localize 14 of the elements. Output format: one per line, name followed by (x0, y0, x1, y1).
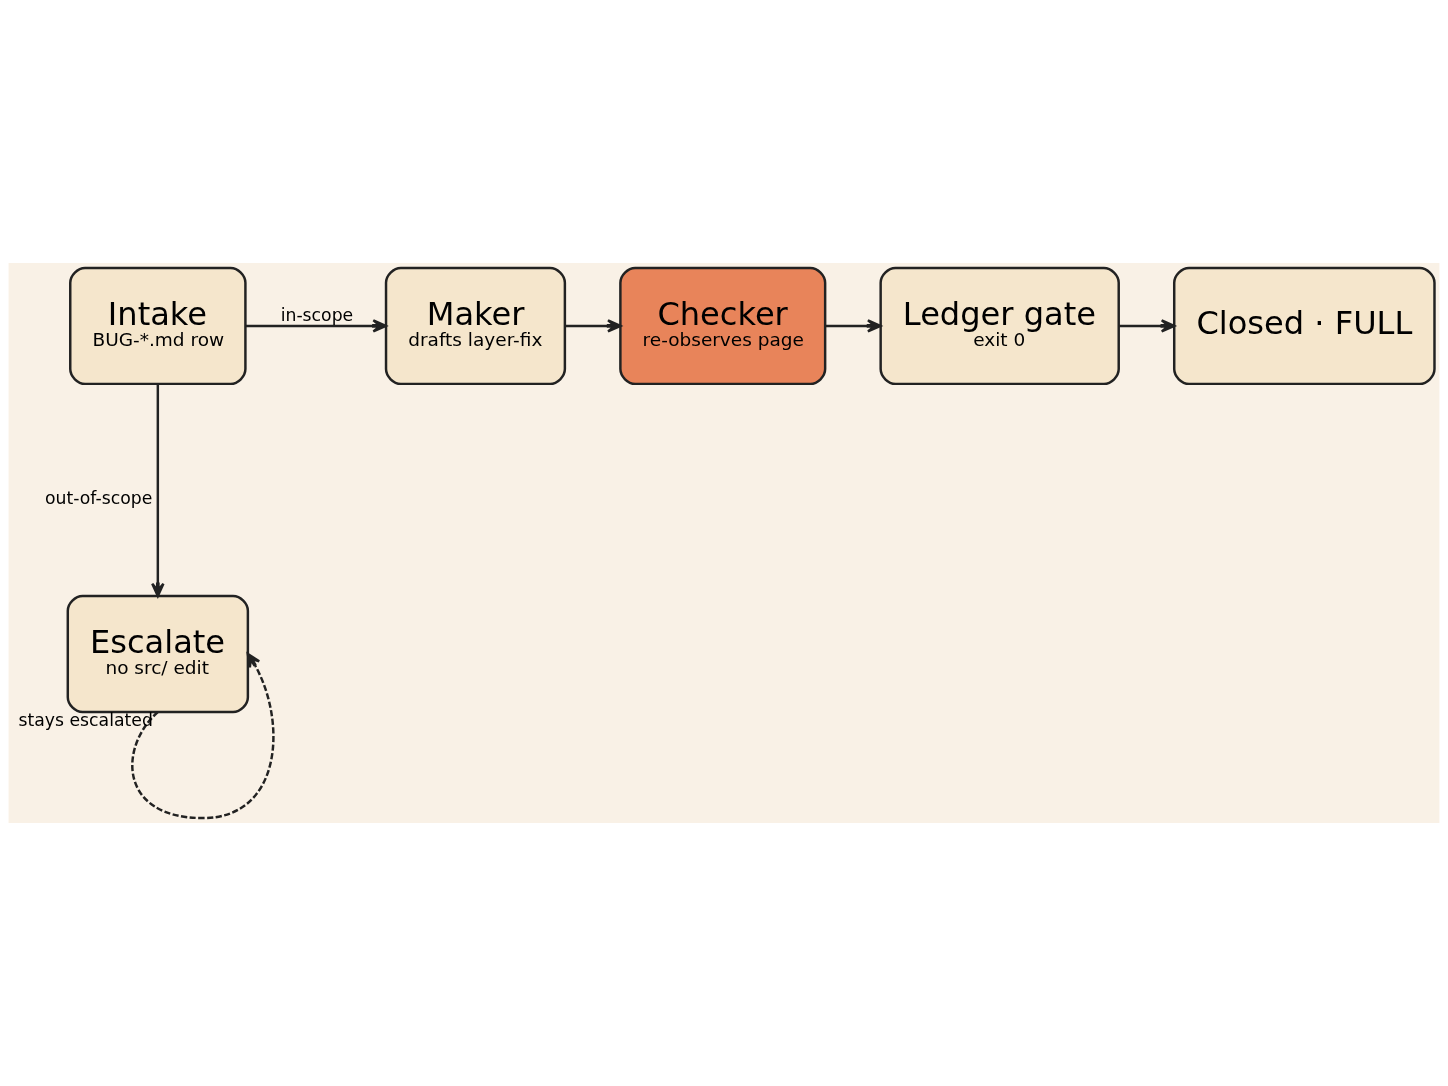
arrow (1119, 319, 1176, 333)
node-box: Escalate no src/ edit (66, 594, 250, 714)
node-box: Maker drafts layer-fix (384, 266, 567, 386)
arrow (245, 319, 387, 333)
edge-label: in-scope (280, 305, 354, 326)
node-box: Closed · FULL (1173, 266, 1436, 386)
edge-label: out-of-scope (44, 487, 153, 508)
arrow (131, 652, 275, 820)
arrow (565, 319, 622, 333)
node-box: Checker re-observes page (619, 266, 827, 386)
node-box: Ledger gate exit 0 (879, 266, 1120, 386)
arrow (825, 319, 882, 333)
arrow (151, 383, 165, 598)
node-box: Intake BUG-*.md row (69, 266, 247, 386)
